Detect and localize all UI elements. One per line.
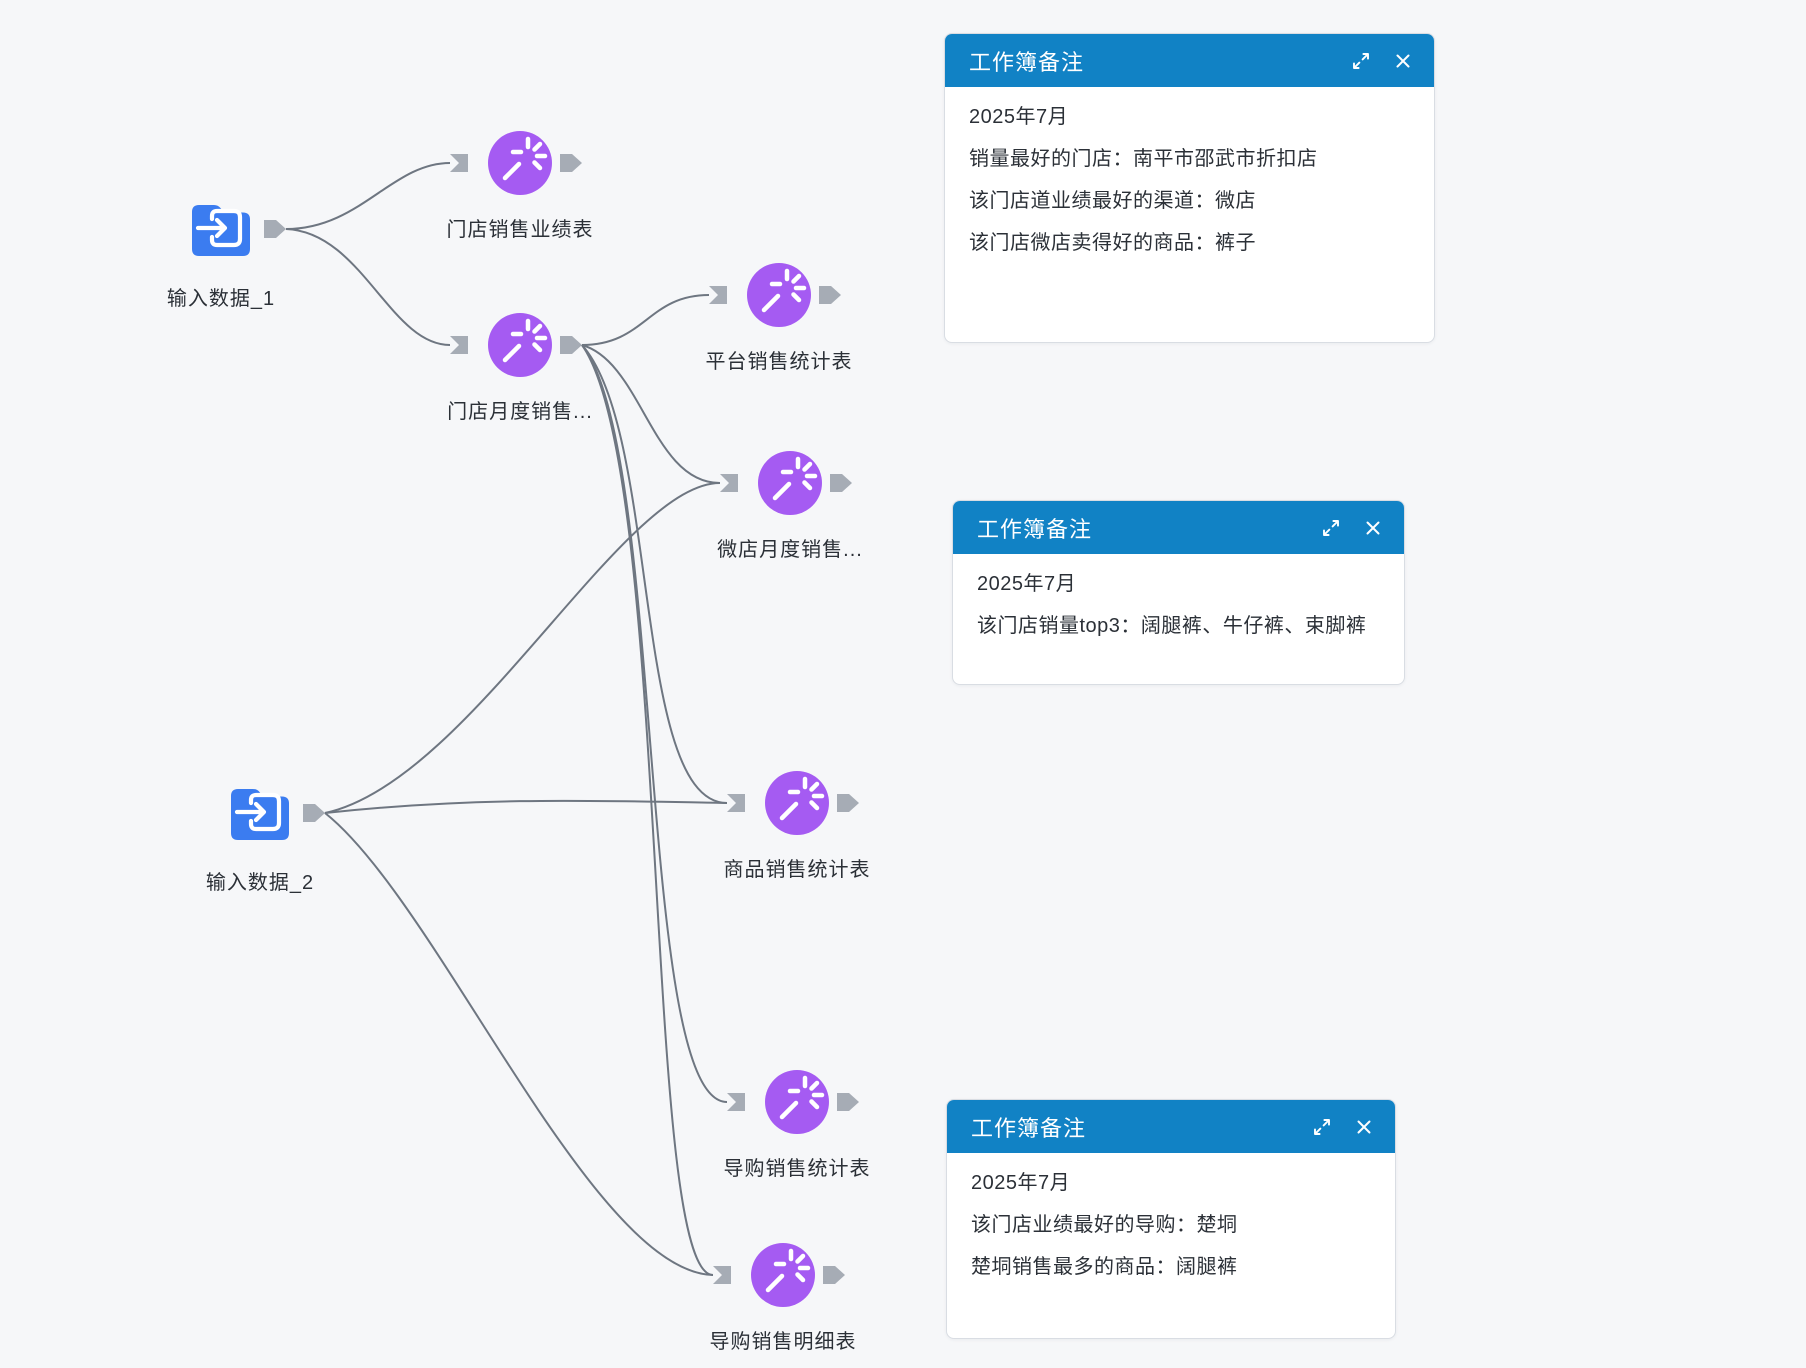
expand-diagonal-icon[interactable]	[1311, 1116, 1333, 1138]
close-icon[interactable]	[1362, 517, 1384, 539]
edge-input2-t7	[324, 812, 714, 1276]
magic-wand-icon[interactable]	[488, 313, 552, 377]
close-icon[interactable]	[1392, 50, 1414, 72]
magic-wand-icon[interactable]	[765, 1070, 829, 1134]
node-input-data-1[interactable]: 输入数据_1	[167, 198, 286, 310]
note-title: 工作簿备注	[977, 516, 1093, 542]
edge-input2-t4	[324, 482, 721, 814]
output-port[interactable]	[560, 336, 582, 359]
node-input-data-2[interactable]: 输入数据_2	[206, 782, 325, 894]
output-port[interactable]	[837, 794, 859, 817]
input-port[interactable]	[450, 336, 468, 359]
note-body[interactable]: 2025年7月 该门店业绩最好的导购：楚垌 楚垌销售最多的商品：阔腿裤	[947, 1153, 1395, 1297]
edge-t2-t6	[581, 344, 728, 1103]
node-label: 输入数据_2	[205, 872, 315, 894]
node-label: 微店月度销售...	[717, 539, 863, 561]
output-port[interactable]	[837, 1093, 859, 1116]
note-panel-3: 工作簿备注 2025年7月 该门店业绩最好的导购：楚垌 楚垌销售最多的商品：阔腿…	[946, 1099, 1396, 1339]
note-line: 楚垌销售最多的商品：阔腿裤	[971, 1256, 1238, 1278]
node-label: 导购销售明细表	[709, 1331, 857, 1353]
node-transform-6[interactable]: 导购销售统计表	[724, 1070, 870, 1180]
magic-wand-icon[interactable]	[758, 451, 822, 515]
input-port[interactable]	[727, 1093, 745, 1116]
node-transform-1[interactable]: 门店销售业绩表	[447, 131, 593, 241]
note-panel-1: 工作簿备注 2025年7月 销量最好的门店：南平市邵武市折扣店 该门店道业绩最好…	[944, 33, 1435, 343]
magic-wand-icon[interactable]	[751, 1243, 815, 1307]
output-port[interactable]	[830, 474, 852, 497]
note-title: 工作簿备注	[971, 1115, 1087, 1141]
expand-diagonal-icon[interactable]	[1350, 50, 1372, 72]
edge-t2-t3	[581, 294, 710, 346]
input-port[interactable]	[450, 154, 468, 177]
node-transform-5[interactable]: 商品销售统计表	[724, 771, 870, 881]
edge-t2-t5	[581, 344, 728, 804]
node-transform-4[interactable]: 微店月度销售...	[717, 451, 862, 561]
node-label: 门店月度销售...	[447, 401, 593, 423]
magic-wand-icon[interactable]	[488, 131, 552, 195]
edge-input1-t1	[285, 162, 451, 230]
note-line: 2025年7月	[977, 573, 1077, 595]
output-port[interactable]	[819, 286, 841, 309]
note-line: 该门店销量top3：阔腿裤、牛仔裤、束脚裤	[977, 615, 1367, 637]
node-label: 门店销售业绩表	[446, 219, 594, 241]
output-port[interactable]	[560, 154, 582, 177]
output-port[interactable]	[823, 1266, 845, 1289]
node-label: 商品销售统计表	[723, 859, 871, 881]
input-port[interactable]	[713, 1266, 731, 1289]
output-port[interactable]	[303, 804, 325, 827]
note-body[interactable]: 2025年7月 该门店销量top3：阔腿裤、牛仔裤、束脚裤	[953, 554, 1404, 656]
note-header[interactable]: 工作簿备注	[953, 501, 1404, 554]
note-line: 该门店道业绩最好的渠道：微店	[969, 190, 1256, 212]
input-port[interactable]	[727, 794, 745, 817]
edge-t2-t4	[581, 344, 721, 484]
node-label: 导购销售统计表	[723, 1158, 871, 1180]
node-label: 平台销售统计表	[705, 351, 853, 373]
node-transform-7[interactable]: 导购销售明细表	[710, 1243, 856, 1353]
input-port[interactable]	[709, 286, 727, 309]
node-label: 输入数据_1	[166, 288, 276, 310]
note-title: 工作簿备注	[969, 49, 1085, 75]
magic-wand-icon[interactable]	[765, 771, 829, 835]
expand-diagonal-icon[interactable]	[1320, 517, 1342, 539]
edge-input2-t5	[324, 799, 728, 814]
magic-wand-icon[interactable]	[747, 263, 811, 327]
note-line: 该门店微店卖得好的商品：裤子	[969, 232, 1256, 254]
input-port[interactable]	[720, 474, 738, 497]
note-line: 该门店业绩最好的导购：楚垌	[971, 1214, 1238, 1236]
output-port[interactable]	[264, 220, 286, 243]
folder-import-icon[interactable]	[188, 198, 254, 258]
note-panel-2: 工作簿备注 2025年7月 该门店销量top3：阔腿裤、牛仔裤、束脚裤	[952, 500, 1405, 685]
edge-t2-t7	[581, 344, 714, 1276]
note-line: 2025年7月	[971, 1172, 1071, 1194]
edge-input1-t2	[285, 228, 451, 346]
close-icon[interactable]	[1353, 1116, 1375, 1138]
note-header[interactable]: 工作簿备注	[945, 34, 1434, 87]
note-header[interactable]: 工作簿备注	[947, 1100, 1395, 1153]
node-transform-3[interactable]: 平台销售统计表	[706, 263, 852, 373]
node-transform-2[interactable]: 门店月度销售...	[447, 313, 592, 423]
note-line: 2025年7月	[969, 106, 1069, 128]
note-body[interactable]: 2025年7月 销量最好的门店：南平市邵武市折扣店 该门店道业绩最好的渠道：微店…	[945, 87, 1434, 273]
note-line: 销量最好的门店：南平市邵武市折扣店	[969, 148, 1318, 170]
folder-import-icon[interactable]	[227, 782, 293, 842]
